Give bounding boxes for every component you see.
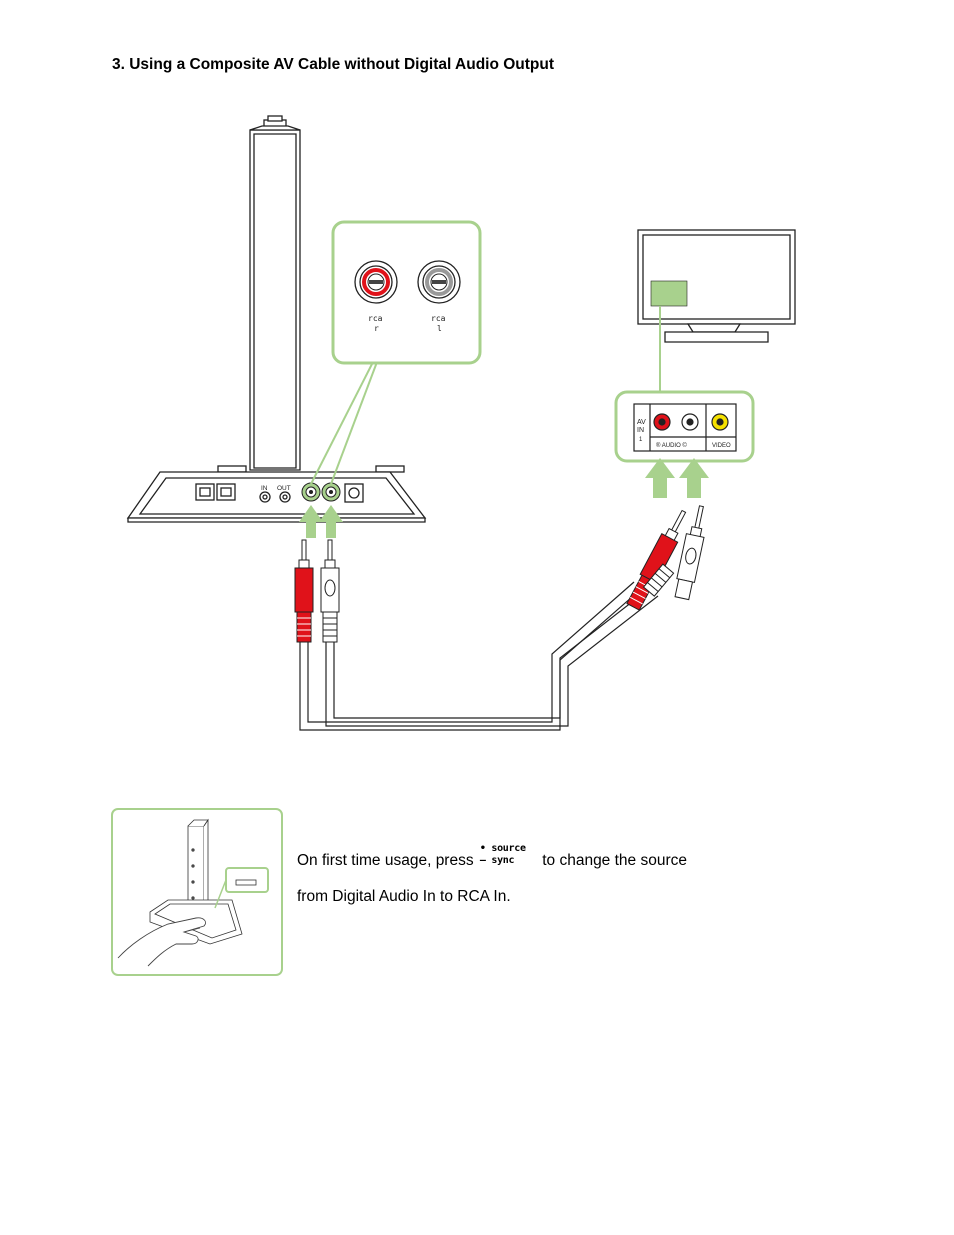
tv-video-label: VIDEO: [712, 443, 731, 449]
right-white-plug: [674, 505, 705, 601]
section-heading: 3. Using a Composite AV Cable without Di…: [112, 56, 555, 73]
right-white-plug-strain: [642, 563, 675, 597]
arrow-up-icon: [299, 505, 343, 538]
left-red-plug: [294, 539, 314, 643]
base-rca-ports: [301, 482, 341, 502]
zoom-label-rca-r: rca: [368, 314, 383, 323]
speaker-stand: [217, 115, 405, 473]
sync-label: – sync: [479, 855, 515, 866]
tv-audio-label: ® AUDIO ©: [656, 442, 687, 449]
tv-av-label: AV: [637, 419, 646, 426]
thumbnail-device: [149, 818, 243, 945]
jack-label-out: OUT: [277, 485, 291, 492]
tv-in-number: 1: [639, 437, 643, 443]
source-sync-button-icon: • source – sync: [480, 842, 532, 868]
instruction-line-1: On first time usage, press • source – sy…: [297, 844, 687, 874]
base-station: [126, 471, 427, 523]
zoom-label-l: l: [437, 324, 442, 333]
instruction-line-2: from Digital Audio In to RCA In.: [297, 888, 511, 905]
instruction-text-after: to change the source: [542, 852, 687, 870]
tv-port-highlight: [650, 280, 688, 307]
rca-zoom-callout: [310, 220, 482, 485]
zoom-label-r: r: [374, 324, 379, 333]
zoom-label-rca-l: rca: [431, 314, 446, 323]
left-white-plug: [320, 539, 340, 643]
arrow-up-icon: [645, 458, 709, 498]
tv-in-label: IN: [637, 427, 644, 434]
hand-icon: [117, 917, 207, 967]
instruction-text-before: On first time usage, press: [297, 852, 474, 870]
tv-av-panel: [633, 403, 737, 452]
jack-label-in: IN: [261, 485, 268, 492]
rca-cable: [299, 581, 659, 731]
source-label: • source: [479, 843, 526, 854]
tv: [637, 229, 796, 343]
